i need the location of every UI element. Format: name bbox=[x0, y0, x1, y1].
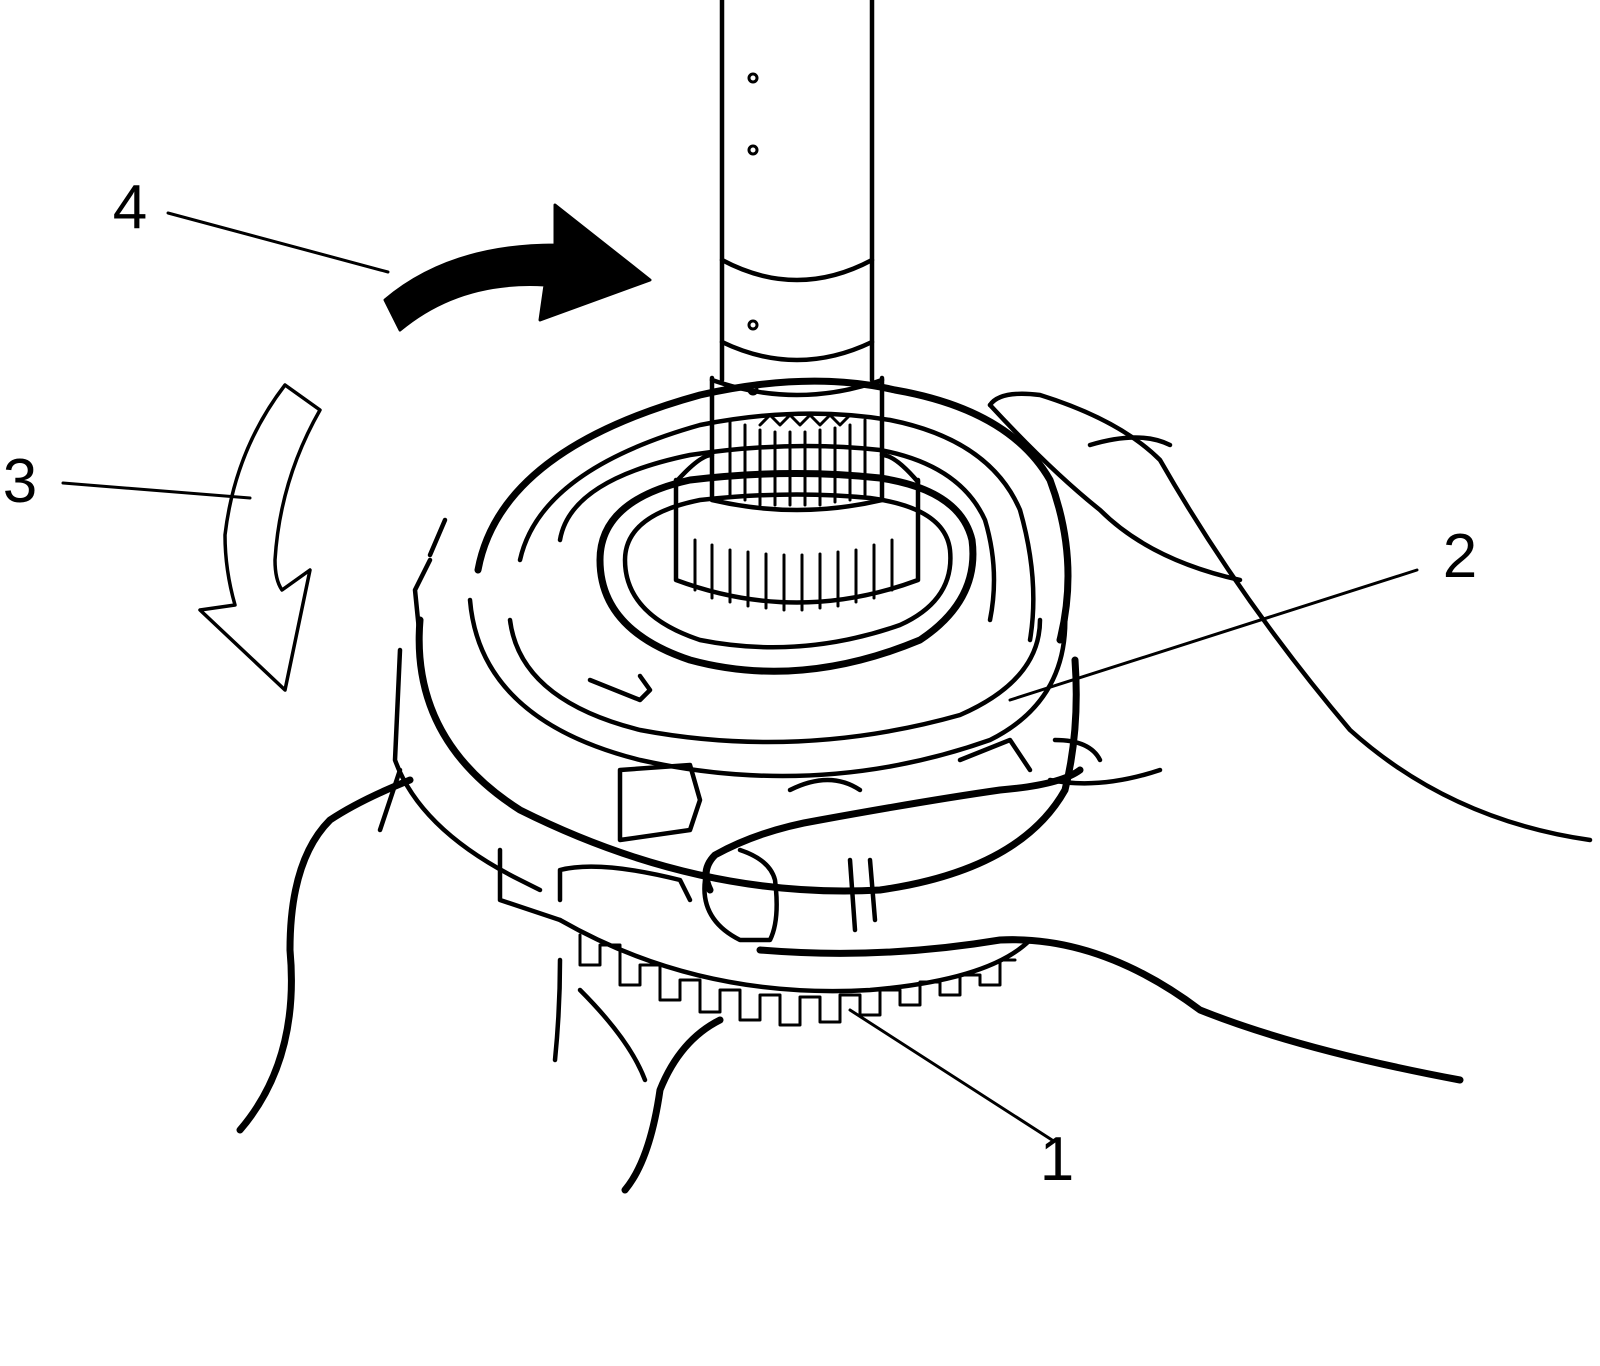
rotation-arrow-4 bbox=[383, 203, 652, 332]
callout-1: 1 bbox=[1040, 1125, 1074, 1194]
callout-2: 2 bbox=[1443, 522, 1477, 591]
callout-4: 4 bbox=[113, 173, 147, 242]
leader-line-3 bbox=[61, 481, 252, 500]
rotation-arrow-3 bbox=[198, 383, 322, 692]
leader-line-4 bbox=[166, 211, 390, 274]
callout-3: 3 bbox=[3, 447, 37, 516]
input-shaft bbox=[673, 0, 921, 612]
leader-line-2 bbox=[1008, 568, 1419, 702]
clutch-housing bbox=[392, 377, 1080, 923]
sprag-ring bbox=[557, 917, 1033, 1027]
technician-hands bbox=[236, 391, 1593, 1194]
leader-line-1 bbox=[848, 1008, 1054, 1142]
